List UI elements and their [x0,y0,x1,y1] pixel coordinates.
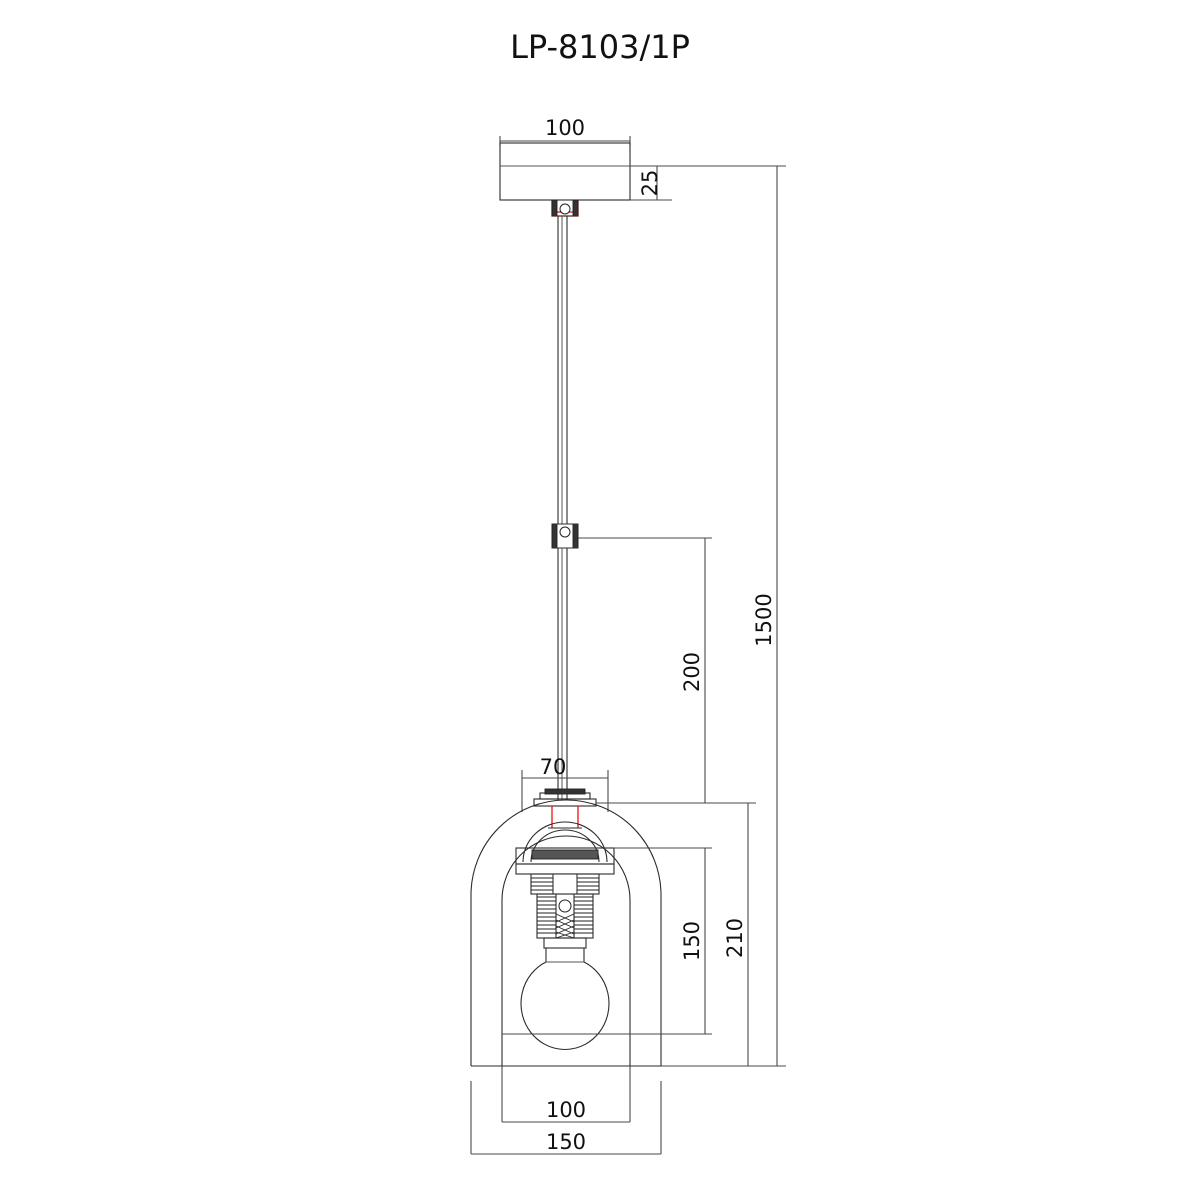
dim-canopy-width-label: 100 [545,116,585,140]
cable-gland-mid [551,523,579,549]
cable-gland-shade-top [548,806,582,829]
holder-hatch-barrel [537,896,593,934]
dim-fitting-width: 70 [521,755,609,812]
dim-shade-inner-height: 150 [503,847,712,1035]
holder-hatch-upper [531,877,599,891]
ceiling-canopy [499,142,631,201]
lamp-holder [515,821,615,949]
dim-rod-lower: 200 [578,537,712,804]
dim-shade-outer-width-label: 150 [546,1130,586,1154]
page-title: LP-8103/1P [510,28,690,66]
dim-fitting-width-label: 70 [540,755,567,779]
dim-shade-inner-height-label: 150 [680,921,704,961]
cable-gland-top [551,199,579,217]
bulb [520,948,610,1051]
suspension-rod-upper [557,216,568,524]
dim-shade-inner-width-label: 100 [546,1098,586,1122]
dim-shade-inner-width: 100 [501,1066,631,1123]
screw-thread [555,913,575,939]
suspension-rod-lower [557,548,568,800]
dim-total-drop-label: 1500 [752,593,776,646]
dim-canopy-height-label: 25 [638,170,662,197]
dim-shade-outer-height-label: 210 [723,918,747,958]
dim-shade-outer-height: 210 [596,802,756,1067]
dim-total-drop: 1500 [630,165,786,1067]
dim-canopy-height: 25 [630,165,672,201]
dim-canopy-width: 100 [499,116,631,146]
dim-shade-outer-width: 150 [470,1081,662,1155]
dim-rod-lower-label: 200 [680,652,704,692]
